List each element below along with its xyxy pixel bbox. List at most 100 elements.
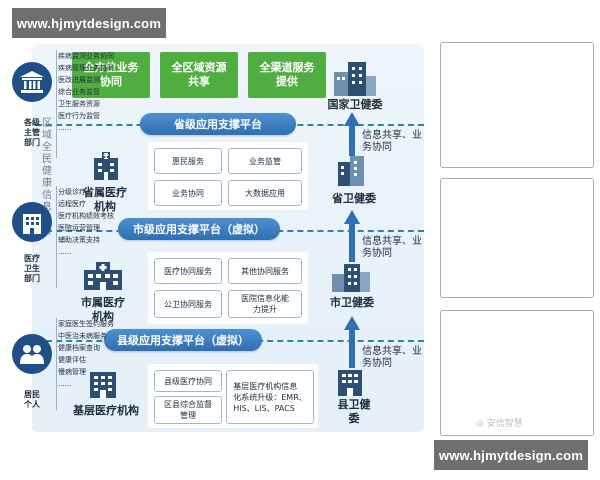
municipal-institution-label: 市属医疗机构 xyxy=(70,296,136,324)
service-line1: 全渠道服务 xyxy=(259,61,315,74)
provincial-item: 业务监管 xyxy=(228,148,302,174)
panel-divider xyxy=(56,50,57,158)
list-item: 健康档案查询 xyxy=(58,344,100,352)
list-item: ...... xyxy=(58,380,72,388)
title-line3: 部门 xyxy=(24,274,40,283)
county-building-icon xyxy=(338,370,362,396)
share-note-line1: 信息共享、业 xyxy=(362,130,422,141)
title-line2: 卫生 xyxy=(24,264,40,273)
capability-line1: 医院信息化能 xyxy=(241,294,289,303)
hospital-building-icon xyxy=(12,202,52,242)
list-item: 综合业务监管 xyxy=(58,88,100,96)
municipal-building-icon xyxy=(332,264,370,292)
municipal-item: 医疗协同服务 xyxy=(154,258,222,284)
share-note-line1: 信息共享、业 xyxy=(362,346,422,357)
upgrade-line3: HIS、LIS、PACS xyxy=(233,403,295,413)
arrow-up-icon xyxy=(344,210,360,262)
provincial-building-icon xyxy=(338,156,364,186)
label-line2: 机构 xyxy=(94,200,116,213)
title-line1: 居民 xyxy=(24,390,40,399)
list-item: 卫生服务资源 xyxy=(58,100,100,108)
right-panel-medical xyxy=(440,178,594,298)
provincial-item: 大数据应用 xyxy=(228,180,302,206)
title-line2: 主管 xyxy=(24,128,40,137)
share-note-line2: 务协同 xyxy=(362,248,392,259)
county-platform: 县级应用支撑平台（虚拟） xyxy=(104,329,262,351)
provincial-institution-label: 省属医疗机构 xyxy=(72,186,138,214)
supervision-line1: 区县综合监督 xyxy=(164,400,212,409)
list-item: 医疗机构绩效考核 xyxy=(58,212,114,220)
right-panel-authorities xyxy=(440,42,594,168)
watermark-bottom: www.hjmytdesign.com xyxy=(434,440,588,470)
title-line2: 个人 xyxy=(24,400,40,409)
right-panel-list: 疾病监测业务协同 疾病管理业务协同 医改进展监测 综合业务监管 卫生服务资源 医… xyxy=(58,50,150,134)
label-line1: 市属医疗 xyxy=(81,296,125,309)
list-item: 慢病管理 xyxy=(58,368,86,376)
list-item: 疾病监测业务协同 xyxy=(58,52,114,60)
clinic-icon xyxy=(90,372,116,398)
list-item: 中医治未病服务 xyxy=(58,332,107,340)
hospital-icon xyxy=(84,262,122,290)
county-line1: 县卫健 xyxy=(337,398,371,411)
list-item: 辅助决策支持 xyxy=(58,236,100,244)
upgrade-line1: 基层医疗机构信息 xyxy=(233,381,298,391)
provincial-commission-label: 省卫健委 xyxy=(332,192,376,205)
municipal-capability-item: 医院信息化能力提升 xyxy=(228,290,302,318)
hospital-icon xyxy=(94,152,118,180)
national-commission-label: 国家卫健委 xyxy=(327,98,383,111)
provincial-platform: 省级应用支撑平台 xyxy=(140,113,296,135)
list-item: ...... xyxy=(58,124,72,132)
title-line1: 医疗 xyxy=(24,254,40,263)
county-item: 县级医疗协同 xyxy=(154,370,222,392)
service-box-collaboration: 全方位业务协同 xyxy=(72,52,150,98)
arrow-up-icon xyxy=(344,316,360,368)
list-item: 医改进展监测 xyxy=(58,76,100,84)
right-panel-title: 居民个人 xyxy=(12,390,52,410)
share-note: 信息共享、业务协同 xyxy=(362,236,422,260)
capability-line2: 力提升 xyxy=(253,305,277,314)
county-supervision-item: 区县综合监督管理 xyxy=(154,396,222,424)
service-box-resource-sharing: 全区域资源共享 xyxy=(160,52,238,98)
supervision-line2: 管理 xyxy=(180,411,196,420)
title-line3: 部门 xyxy=(24,138,40,147)
service-line1: 全区域资源 xyxy=(171,61,227,74)
service-line1: 全方位业务 xyxy=(83,61,139,74)
municipal-item: 其他协同服务 xyxy=(228,258,302,284)
provincial-item: 惠民服务 xyxy=(154,148,222,174)
panel-divider xyxy=(56,186,57,288)
service-line2: 共享 xyxy=(188,75,210,88)
municipal-platform: 市级应用支撑平台（虚拟） xyxy=(118,218,280,240)
right-panel-title: 医疗卫生部门 xyxy=(12,254,52,284)
arrow-up-icon xyxy=(344,112,360,156)
provincial-item: 业务协同 xyxy=(154,180,222,206)
service-line2: 提供 xyxy=(276,75,298,88)
county-line2: 委 xyxy=(348,412,360,425)
list-item: ...... xyxy=(58,248,72,256)
list-item: 医疗行为监管 xyxy=(58,112,100,120)
list-item: 远程医疗 xyxy=(58,200,86,208)
right-panel-residents xyxy=(440,310,594,436)
upgrade-line2: 化系统升级：EMR、 xyxy=(233,392,307,402)
list-item: 家庭医生签约服务 xyxy=(58,320,114,328)
municipal-item: 公卫协同服务 xyxy=(154,290,222,318)
people-icon xyxy=(12,334,52,374)
source-mark: ◎ 安信智慧 xyxy=(476,419,523,429)
label-line2: 机构 xyxy=(92,310,114,323)
government-building-icon xyxy=(12,62,52,102)
share-note-line2: 务协同 xyxy=(362,142,392,153)
service-box-channel-services: 全渠道服务提供 xyxy=(248,52,326,98)
national-building-icon xyxy=(334,62,376,96)
label-line1: 省属医疗 xyxy=(83,186,127,199)
share-note: 信息共享、业务协同 xyxy=(362,130,422,154)
share-note-line1: 信息共享、业 xyxy=(362,236,422,247)
right-panel-title: 各级主管部门 xyxy=(12,118,52,148)
list-item: 疾病管理业务协同 xyxy=(58,64,114,72)
list-item: 分级诊疗 xyxy=(58,188,86,196)
list-item: 医院运营管理 xyxy=(58,224,100,232)
county-commission-label: 县卫健委 xyxy=(326,398,382,426)
list-item: 健康评估 xyxy=(58,356,86,364)
right-panel-list: 分级诊疗 远程医疗 医疗机构绩效考核 医院运营管理 辅助决策支持 ...... xyxy=(58,186,150,258)
panel-divider xyxy=(56,318,57,410)
title-line1: 各级 xyxy=(24,118,40,127)
right-panel-list: 家庭医生签约服务 中医治未病服务 健康档案查询 健康评估 慢病管理 ...... xyxy=(58,318,150,390)
